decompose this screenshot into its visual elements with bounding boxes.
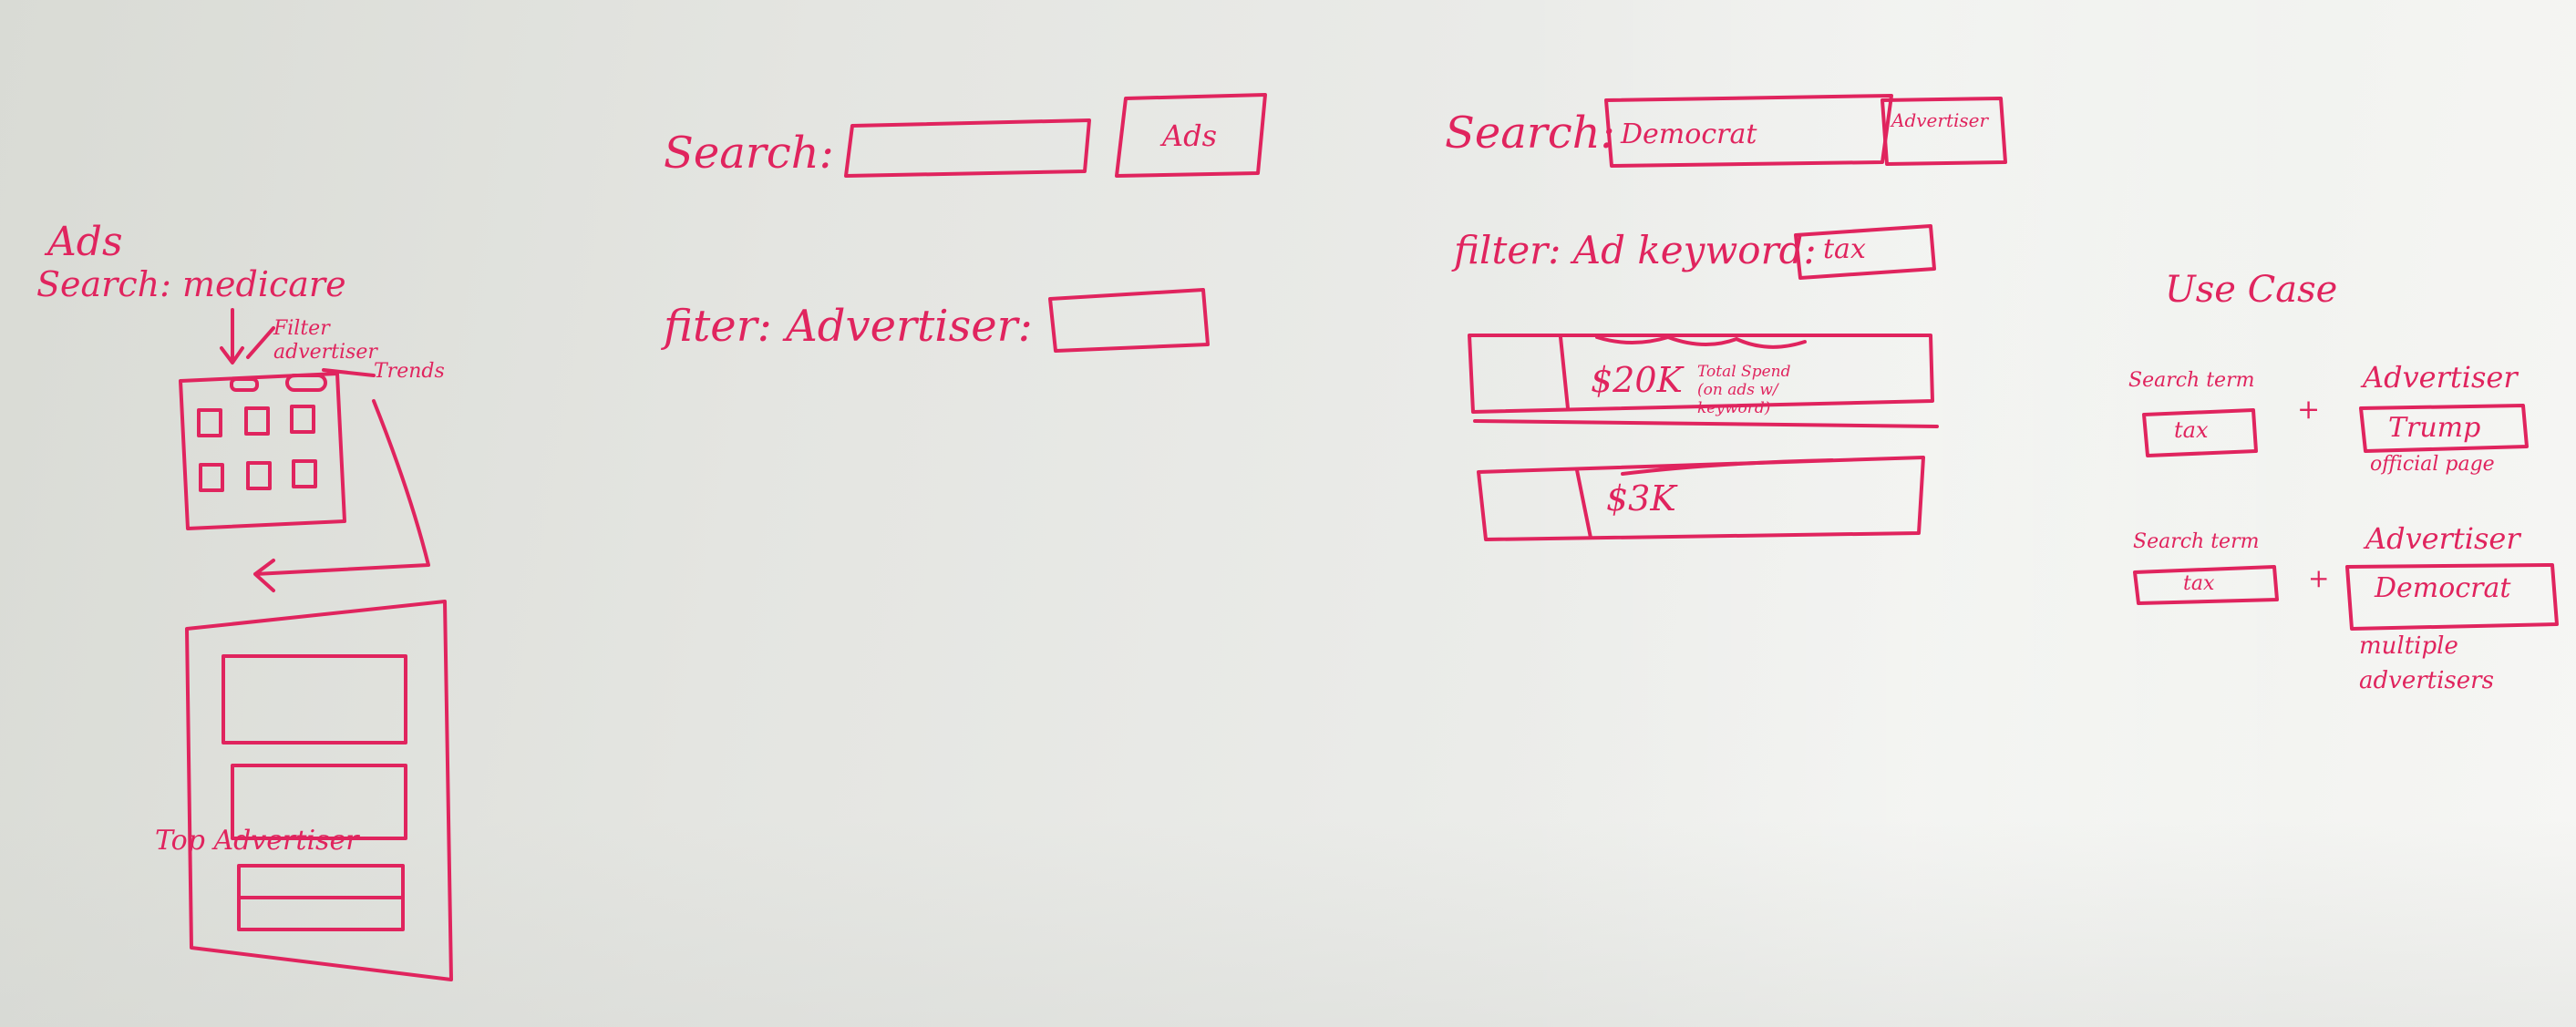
grid-panel (179, 372, 346, 530)
top-advertiser-label: Top Advertiser (155, 825, 359, 857)
advertiser-input-box (1048, 288, 1210, 353)
use-case-2-plus: + (2308, 563, 2330, 593)
use-case-1-note: official page (2370, 453, 2495, 476)
filter-advertiser-label: Filter advertiser (273, 317, 377, 364)
use-case-1-term-label: Search term (2128, 369, 2255, 392)
search-label-right: Search: (1445, 108, 1615, 159)
search-medicare-line: Search: medicare (36, 264, 346, 304)
keyword-value: tax (1823, 233, 1866, 265)
board-bottom-glare (0, 820, 2576, 1027)
ads-title: Ads (47, 219, 123, 265)
search-value: Democrat (1621, 118, 1757, 150)
ads-button-label: Ads (1162, 118, 1218, 153)
flow-arrow (253, 399, 430, 592)
use-case-1-advertiser-label: Advertiser (2363, 360, 2518, 395)
use-case-2-advertiser: Democrat (2375, 572, 2511, 604)
advertiser-box-1 (2359, 404, 2529, 453)
result-row-1 (1468, 334, 1934, 414)
result-1-note: Total Spend (on ads w/ keyword) (1697, 363, 1791, 417)
result-1-amount: $20K (1591, 360, 1683, 400)
results-panel (185, 600, 453, 981)
board-reflection (1504, 0, 2324, 1027)
use-case-title: Use Case (2165, 269, 2338, 311)
term-box-2 (2133, 565, 2279, 605)
advertiser-box-2 (2345, 563, 2559, 631)
filter-pointer (246, 326, 275, 359)
advertiser-button-label: Advertiser (1891, 109, 1989, 131)
filter-pill (230, 377, 259, 392)
use-case-1-term: tax (2174, 417, 2209, 443)
ads-button-box (1115, 93, 1267, 178)
trends-pointer (322, 368, 376, 377)
use-case-2-advertiser-label: Advertiser (2365, 521, 2520, 556)
term-box-1 (2142, 408, 2258, 457)
result-card-1 (222, 654, 407, 745)
down-arrow (220, 308, 244, 365)
search-label: Search: (664, 128, 834, 179)
result-card-2 (231, 764, 407, 840)
search-value-box (1604, 94, 1893, 168)
advertiser-button-box (1880, 97, 2007, 166)
trends-label: Trends (374, 360, 445, 383)
use-case-2-note: multiple advertisers (2359, 632, 2494, 694)
result-2-amount: $3K (1606, 478, 1676, 519)
trends-pill (285, 374, 327, 392)
filter-advertiser-line: fiter: Advertiser: (664, 301, 1033, 352)
use-case-2-term-label: Search term (2133, 530, 2260, 553)
search-input-box (844, 118, 1091, 178)
keyword-box (1794, 224, 1936, 280)
result-row-2 (1477, 456, 1925, 541)
use-case-1-advertiser: Trump (2388, 412, 2481, 444)
use-case-2-term: tax (2183, 572, 2215, 595)
use-case-1-plus: + (2297, 394, 2321, 426)
filter-keyword-label: filter: Ad keyword: (1454, 228, 1817, 272)
